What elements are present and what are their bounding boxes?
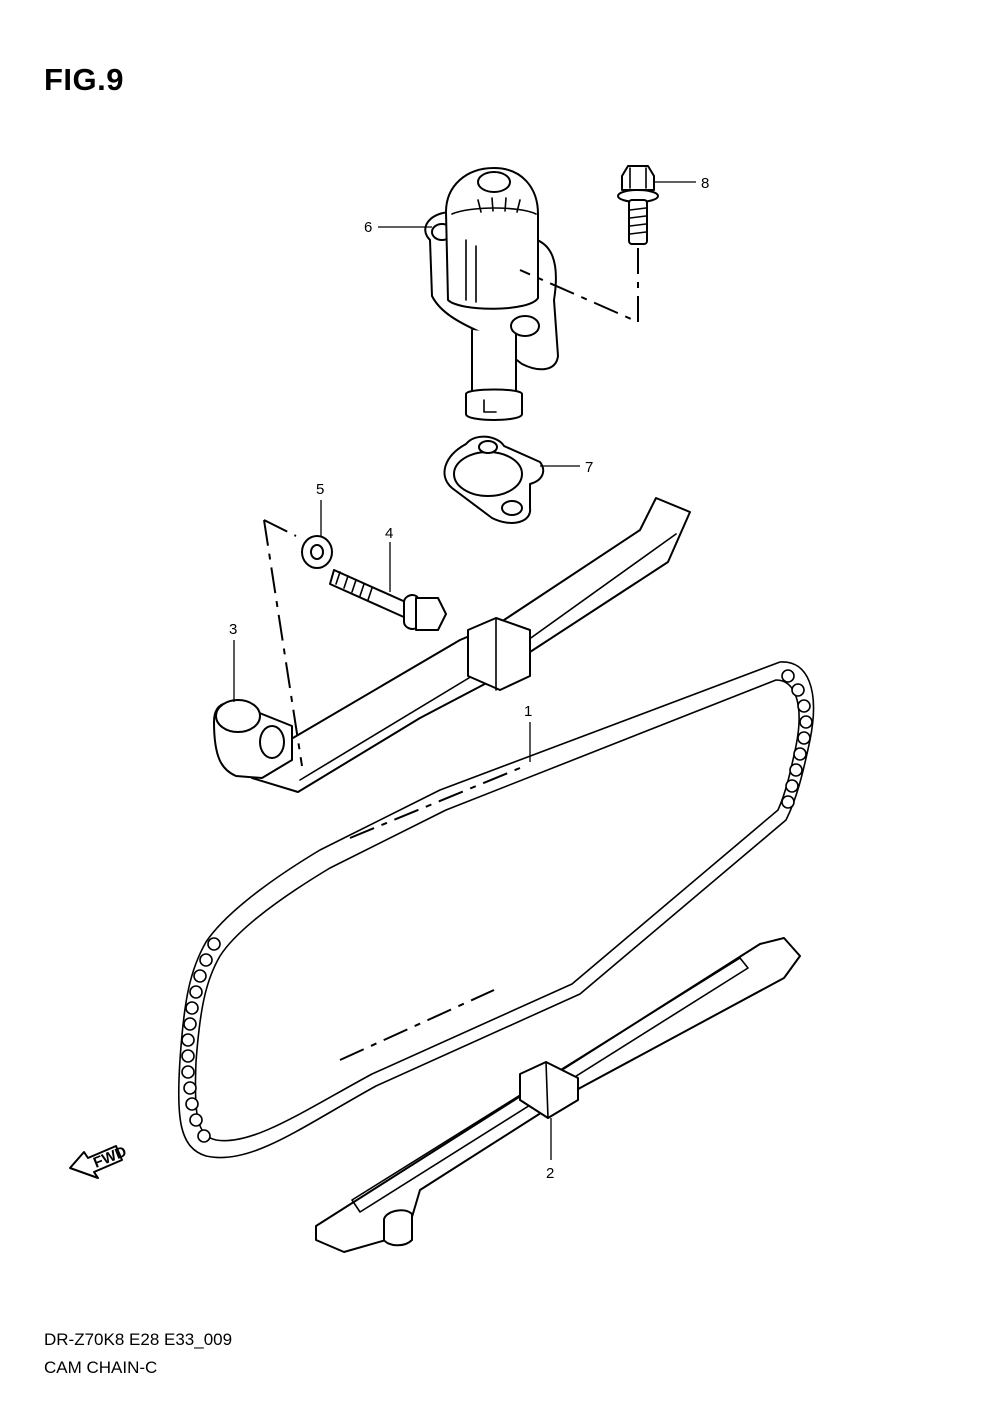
forward-arrow-label: FWD (91, 1143, 129, 1172)
callout-7: 7 (540, 459, 593, 476)
figure-title: FIG.9 (44, 62, 125, 97)
cam-chain-part (177, 661, 815, 1159)
guide-bolt-part (329, 569, 447, 631)
callout-3: 3 (229, 621, 237, 702)
tensioner-gasket-part (443, 435, 545, 524)
svg-text:8: 8 (701, 175, 709, 192)
callout-2: 2 (546, 1118, 554, 1182)
svg-text:3: 3 (229, 621, 237, 638)
forward-arrow-icon: FWD (69, 1143, 129, 1179)
guide-bolt-guide-line (263, 519, 303, 767)
svg-text:6: 6 (364, 219, 372, 236)
svg-text:7: 7 (585, 459, 593, 476)
chain-links-right (781, 669, 813, 809)
chain-guide-part (315, 937, 801, 1253)
tensioner-guide-part (213, 497, 691, 793)
guide-washer-part (301, 535, 333, 569)
callout-6: 6 (364, 219, 432, 236)
callout-8: 8 (654, 175, 709, 192)
callout-5: 5 (316, 481, 324, 536)
callout-4: 4 (385, 525, 393, 592)
svg-text:5: 5 (316, 481, 324, 498)
figure-code: DR-Z70K8 E28 E33_009 (44, 1330, 233, 1349)
svg-text:4: 4 (385, 525, 393, 542)
callout-1: 1 (524, 703, 532, 762)
figure-name: CAM CHAIN-C (44, 1358, 158, 1377)
bolt-guide-line (519, 248, 639, 324)
svg-text:1: 1 (524, 703, 532, 720)
tensioner-adjuster-part (424, 167, 559, 421)
tensioner-bolt-part (617, 165, 659, 245)
chain-links-left (181, 937, 221, 1143)
svg-text:2: 2 (546, 1165, 554, 1182)
